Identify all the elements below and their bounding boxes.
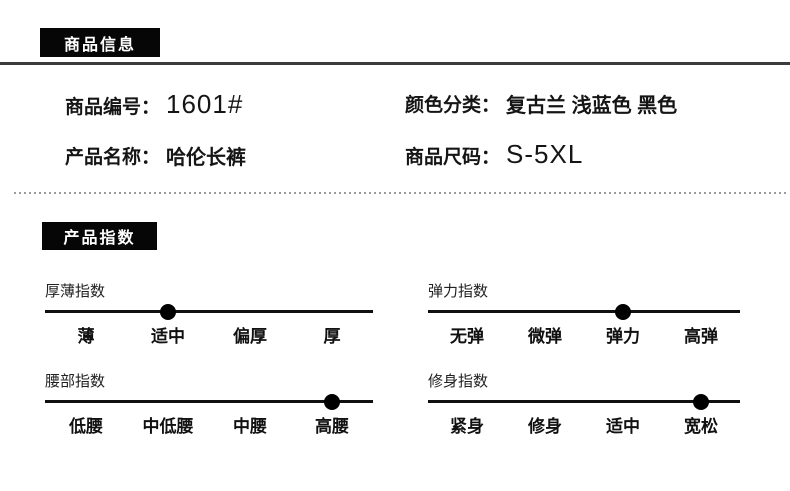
- slider-option: 高弹: [684, 327, 718, 346]
- info-value: 复古兰 浅蓝色 黑色: [506, 95, 678, 117]
- info-label: 商品编号：: [65, 97, 161, 118]
- info-item-product-number: 商品编号： 1601#: [65, 89, 244, 120]
- slider-option: 厚: [323, 327, 341, 346]
- slider-option: 无弹: [450, 327, 484, 346]
- info-item-color-category: 颜色分类： 复古兰 浅蓝色 黑色: [405, 89, 677, 118]
- slider-option: 适中: [151, 327, 185, 346]
- slider-title: 弹力指数: [428, 283, 489, 300]
- slider-waist-index: 腰部指数 低腰 中低腰 中腰 高腰: [45, 370, 373, 437]
- slider-options: 低腰 中低腰 中腰 高腰: [45, 412, 373, 437]
- section-header-label: 产品指数: [63, 230, 136, 247]
- slider-title: 腰部指数: [45, 373, 106, 390]
- slider-option: 微弹: [528, 327, 562, 346]
- info-label: 商品尺码：: [405, 147, 501, 168]
- slider-title: 厚薄指数: [45, 283, 106, 300]
- slider-dot: [693, 393, 709, 410]
- slider-option: 宽松: [684, 417, 718, 436]
- slider-dot: [324, 393, 340, 410]
- dotted-divider: [14, 192, 786, 194]
- slider-track: [428, 393, 740, 410]
- slider-track: [428, 303, 740, 320]
- info-value: 哈伦长裤: [166, 147, 247, 169]
- section-header-label: 商品信息: [63, 36, 136, 54]
- slider-option: 薄: [77, 327, 95, 346]
- slider-options: 紧身 修身 适中 宽松: [428, 412, 740, 437]
- slider-option: 偏厚: [233, 327, 267, 346]
- slider-option: 修身: [528, 417, 562, 436]
- slider-thickness-index: 厚薄指数 薄 适中 偏厚 厚: [45, 280, 373, 347]
- info-value: S-5XL: [506, 139, 584, 169]
- slider-fit-index: 修身指数 紧身 修身 适中 宽松: [428, 370, 740, 437]
- slider-title: 修身指数: [428, 373, 489, 390]
- info-item-product-name: 产品名称： 哈伦长裤: [65, 141, 246, 170]
- slider-option: 中腰: [233, 417, 267, 436]
- slider-options: 薄 适中 偏厚 厚: [45, 322, 373, 347]
- slider-option: 高腰: [315, 417, 349, 436]
- slider-option: 适中: [606, 417, 640, 436]
- slider-dot: [160, 303, 176, 320]
- slider-option: 低腰: [69, 417, 103, 436]
- info-value: 1601#: [166, 89, 244, 119]
- slider-elasticity-index: 弹力指数 无弹 微弹 弹力 高弹: [428, 280, 740, 347]
- info-label: 颜色分类：: [405, 95, 501, 116]
- info-item-product-size: 商品尺码： S-5XL: [405, 139, 584, 170]
- slider-track: [45, 393, 373, 410]
- section-header-product-info: 商品信息: [40, 28, 160, 57]
- slider-option: 紧身: [450, 417, 484, 436]
- solid-divider: [0, 62, 790, 65]
- section-header-product-index: 产品指数: [42, 222, 157, 250]
- slider-track: [45, 303, 373, 320]
- slider-options: 无弹 微弹 弹力 高弹: [428, 322, 740, 347]
- slider-option: 弹力: [606, 327, 640, 346]
- slider-option: 中低腰: [142, 417, 194, 436]
- info-label: 产品名称：: [65, 147, 161, 168]
- slider-dot: [615, 303, 631, 320]
